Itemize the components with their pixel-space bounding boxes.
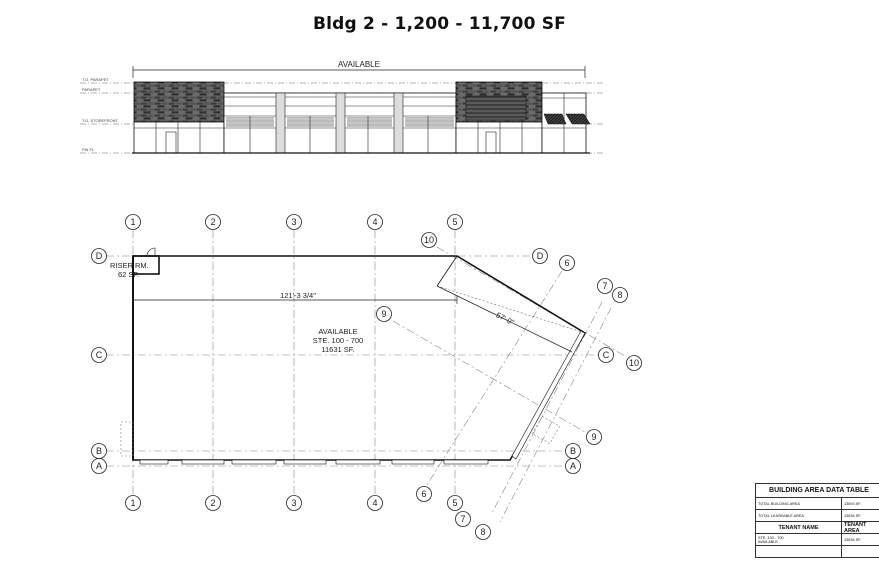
grid-column-label: 1 [130,498,135,508]
grid-row-label: B [570,446,576,456]
grid-angled-label: 6 [564,258,569,268]
grid-column-label: 2 [210,217,215,227]
width-dimension-label: 121'-3 3/4" [280,291,316,300]
space-label: AVAILABLE STE. 100 - 700 11631 SF. [313,327,363,354]
grid-column-label: 4 [372,217,377,227]
awning-right [565,113,591,125]
table-row: STE. 100 - 700 AVAILABLE 13635 SF. [756,534,879,546]
width-dimension: 121'-3 3/4" [132,291,458,304]
grid-column-label: 3 [291,498,296,508]
plan-grid-lines [106,230,626,523]
grid-column-label: 4 [372,498,377,508]
tenant-name-cell: STE. 100 - 700 AVAILABLE [756,534,842,545]
space-area: 11631 SF. [321,345,354,354]
stone-tower-left [133,81,225,123]
building-outline [132,255,587,461]
tenant-name-cell [756,546,842,557]
tenant-area-cell: 13635 SF. [844,537,862,542]
grid-angled-label: 6 [421,489,426,499]
tenant-area-cell [842,546,879,557]
grid-bubbles-top [125,214,463,230]
storefront-glazing [139,459,489,465]
building-area-table: BUILDING AREA DATA TABLE TOTAL BUILDING … [755,483,879,558]
area-row-value: 13693 SF. [844,501,862,506]
building-elevation: AVAILABLE T.O. PARAPET PARAPET T.O. STOR… [80,60,605,154]
available-dimension: AVAILABLE [132,60,586,78]
tenant-name-header: TENANT NAME [756,522,842,533]
riser-room: RISER RM. 62 SF. [110,247,160,279]
grid-column-label: 5 [452,498,457,508]
space-suite: STE. 100 - 700 [313,336,363,345]
grid-angled-label: 7 [460,514,465,524]
tenant-name-line: AVAILABLE [758,539,778,544]
grid-column-label: 1 [130,217,135,227]
level-mark-labels: T.O. PARAPET PARAPET T.O. STOREFRONT FIN… [82,77,118,152]
grid-column-label: 3 [291,217,296,227]
grid-row-label: C [603,350,610,360]
grid-row-label: A [570,461,576,471]
tenant-name-line: STE. 100 - 700 [758,535,784,540]
available-label: AVAILABLE [338,60,380,69]
floor-plan: RISER RM. 62 SF. 121'-3 3/4" 57'-0" AVAI… [91,214,642,540]
tenant-area-header: TENANT AREA [844,521,867,534]
grid-column-label: 2 [210,498,215,508]
grid-row-label: C [96,350,103,360]
riser-area: 62 SF. [118,270,139,279]
riser-label: RISER RM. [110,261,149,270]
grid-bubbles-right [532,248,614,474]
grid-angled-label: 7 [602,281,607,291]
grid-row-label: A [96,461,102,471]
level-mark-label: PARAPET [82,87,101,92]
grid-bubbles-angled [376,232,642,540]
area-table-title: BUILDING AREA DATA TABLE [756,484,879,498]
area-row-label: TOTAL BUILDING AREA [756,498,842,509]
space-status: AVAILABLE [318,327,357,336]
area-row-value: 13635 SF. [844,513,862,518]
awning-left [543,113,567,125]
grid-angled-label: 8 [617,290,622,300]
grid-angled-label: 8 [480,527,485,537]
table-row [756,546,879,557]
level-mark-label: T.O. STOREFRONT [82,118,118,123]
grid-angled-label: 9 [591,432,596,442]
grid-row-label: D [537,251,544,261]
grid-row-label: D [96,251,103,261]
area-row-label: TOTAL LEASEABLE AREA [756,510,842,521]
grid-bubbles-bottom [125,495,463,511]
page-title: Bldg 2 - 1,200 - 11,700 SF [312,14,566,34]
table-row: TOTAL BUILDING AREA 13693 SF. [756,498,879,510]
level-mark-label: FIN FL [82,147,95,152]
table-header-row: TENANT NAME TENANT AREA [756,522,879,534]
grid-angled-label: 9 [381,309,386,319]
grid-bubbles-left [91,248,107,474]
angled-dimension: 57'-0" [436,285,573,353]
grid-column-label: 5 [452,217,457,227]
grid-row-label: B [96,446,102,456]
table-row: TOTAL LEASEABLE AREA 13635 SF. [756,510,879,522]
angled-dimension-label: 57'-0" [495,310,516,327]
grid-angled-label: 10 [629,358,639,368]
grid-angled-label: 10 [424,235,434,245]
level-mark-label: T.O. PARAPET [82,77,109,82]
